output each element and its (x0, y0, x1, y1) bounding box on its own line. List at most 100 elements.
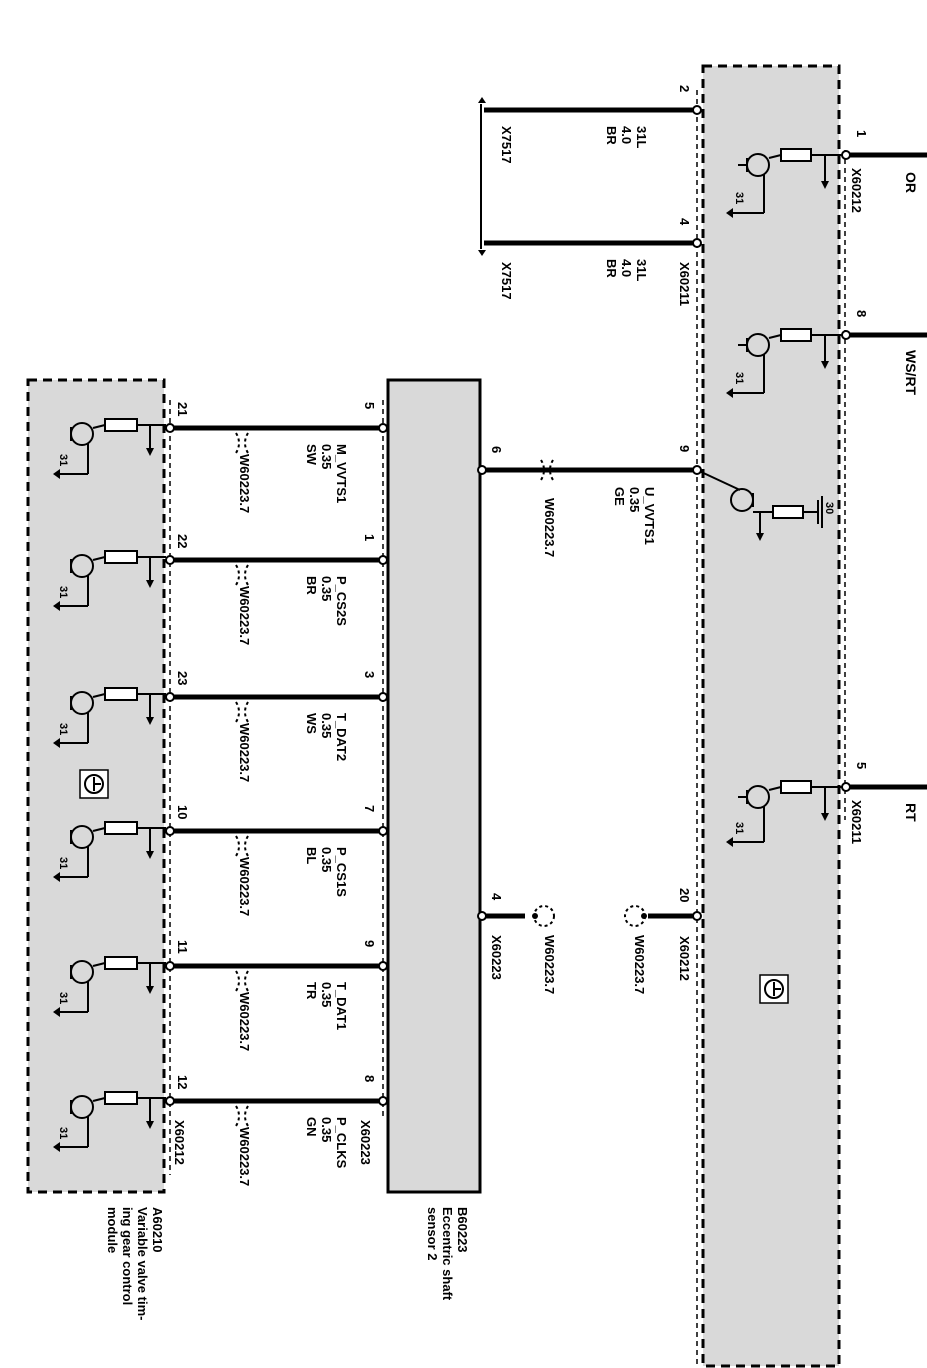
ground-label: 31 (57, 723, 69, 735)
dme-pin-8 (841, 330, 851, 340)
shield-icon (235, 564, 249, 586)
sensor-pin (378, 961, 388, 971)
wire-label: BR (604, 259, 619, 278)
module-pin (165, 826, 175, 836)
wire-label: 0.35 (319, 982, 334, 1007)
module-ground-symbol-icon (79, 769, 109, 799)
dme-pin-5 (841, 782, 851, 792)
shield-icon (533, 905, 555, 927)
arrow-icon (146, 851, 154, 859)
wire-label: T_DAT2 (334, 713, 349, 761)
resistor-icon (104, 956, 138, 970)
pin-number: 6 (489, 446, 504, 453)
wire-label: P_CS1S (334, 847, 349, 897)
resistor-icon (780, 780, 812, 794)
dme-stage-pin1: 31 (726, 148, 846, 218)
wire-label: BL (304, 847, 319, 864)
arrow-icon (146, 986, 154, 994)
shield-label: W60223.7 (237, 586, 252, 645)
shield-label: W60223.7 (237, 992, 252, 1051)
wire-label: SW (304, 444, 319, 466)
ground-icon (53, 872, 60, 882)
resistor-icon (104, 821, 138, 835)
pin-number: 20 (677, 888, 692, 902)
ground-icon (53, 738, 60, 748)
pin-number: 3 (362, 671, 377, 678)
sensor-pin (378, 692, 388, 702)
wire-color-label: WS/RT (903, 350, 919, 396)
ground-label: 31 (57, 857, 69, 869)
pin-number: 22 (175, 534, 190, 548)
supply-wire: U_VVTS1 0.35 GE W60223.7 (482, 459, 694, 557)
wire-label: P_CS2S (334, 576, 349, 626)
resistor-icon (780, 148, 812, 162)
ground-label: X7517 (499, 126, 514, 164)
vvt-control-module: A60210 Variable valve tim- ing gear cont… (26, 378, 384, 1320)
wire-color-label: RT (903, 803, 919, 822)
module-ground-symbol-icon (759, 974, 789, 1004)
ground-label: 31 (733, 822, 745, 834)
sensor-pin (378, 826, 388, 836)
shield-label: W60223.7 (632, 935, 647, 994)
resistor-icon (104, 1091, 138, 1105)
resistor-icon (780, 328, 812, 342)
component-name: sensor 2 (425, 1207, 440, 1260)
wire-label: U_VVTS1 (642, 487, 657, 545)
component-name: ing gear control (120, 1207, 135, 1305)
eccentric-shaft-sensor: 6 4 X60223 B60223 Eccentric shaft sensor… (386, 378, 504, 1301)
wire-label: T_DAT1 (334, 982, 349, 1030)
top-wires: OR WS/RT RT (850, 152, 927, 822)
pin-number: 8 (362, 1075, 377, 1082)
ground-icon (726, 837, 733, 847)
shield-label: W60223.7 (237, 723, 252, 782)
dme-stage-pin8: 31 (726, 328, 846, 398)
dme-stage-pin5: 31 (726, 780, 846, 847)
arrow-icon (146, 1121, 154, 1129)
resistor-icon (104, 687, 138, 701)
shield-label: W60223.7 (542, 935, 557, 994)
ground-icon (726, 208, 733, 218)
wire-label: 31L (634, 126, 649, 148)
connector-label: X60223 (358, 1120, 373, 1165)
wire-label: WS (304, 713, 319, 734)
dme-pin-1 (841, 150, 851, 160)
pin-number: 4 (489, 893, 504, 901)
dme-pin-2 (692, 105, 702, 115)
pin-number: 23 (175, 671, 190, 685)
wire-label: BR (604, 126, 619, 145)
module-pin (165, 961, 175, 971)
wire-label: 4.0 (619, 259, 634, 277)
ground-label: X7517 (499, 262, 514, 300)
wire-label: 0.35 (627, 487, 642, 512)
component-name: Eccentric shaft (440, 1207, 455, 1301)
connector-label: X60211 (677, 262, 692, 306)
pin-number: 9 (362, 940, 377, 947)
pin-number: 12 (175, 1075, 190, 1089)
dme-stage-pin9: 30 (696, 469, 835, 541)
ground-point-icon (478, 250, 486, 256)
module-pin (165, 692, 175, 702)
shield-icon (540, 459, 554, 481)
shield-icon (235, 701, 249, 723)
arrow-icon (146, 580, 154, 588)
ground-icon (726, 388, 733, 398)
ground-icon (53, 469, 60, 479)
shield-icon (235, 432, 249, 454)
shield-icon (624, 905, 646, 927)
shield-refs: W60223.7 W60223.7 (486, 905, 694, 994)
pin-number: 2 (677, 85, 692, 92)
component-name: module (105, 1207, 120, 1253)
sensor-body (386, 378, 482, 1194)
wire-label: 0.35 (319, 713, 334, 738)
wire-label: 0.35 (319, 444, 334, 469)
sensor-pin (378, 423, 388, 433)
resistor-icon (104, 418, 138, 432)
resistor-icon (772, 505, 804, 519)
ground-label: 31 (733, 192, 745, 204)
pin-number: 7 (362, 805, 377, 812)
module-pin (165, 423, 175, 433)
pin-number: 8 (854, 310, 869, 317)
shield-label: W60223.7 (237, 857, 252, 916)
pin-number: 5 (362, 402, 377, 409)
ground-icon (53, 1142, 60, 1152)
